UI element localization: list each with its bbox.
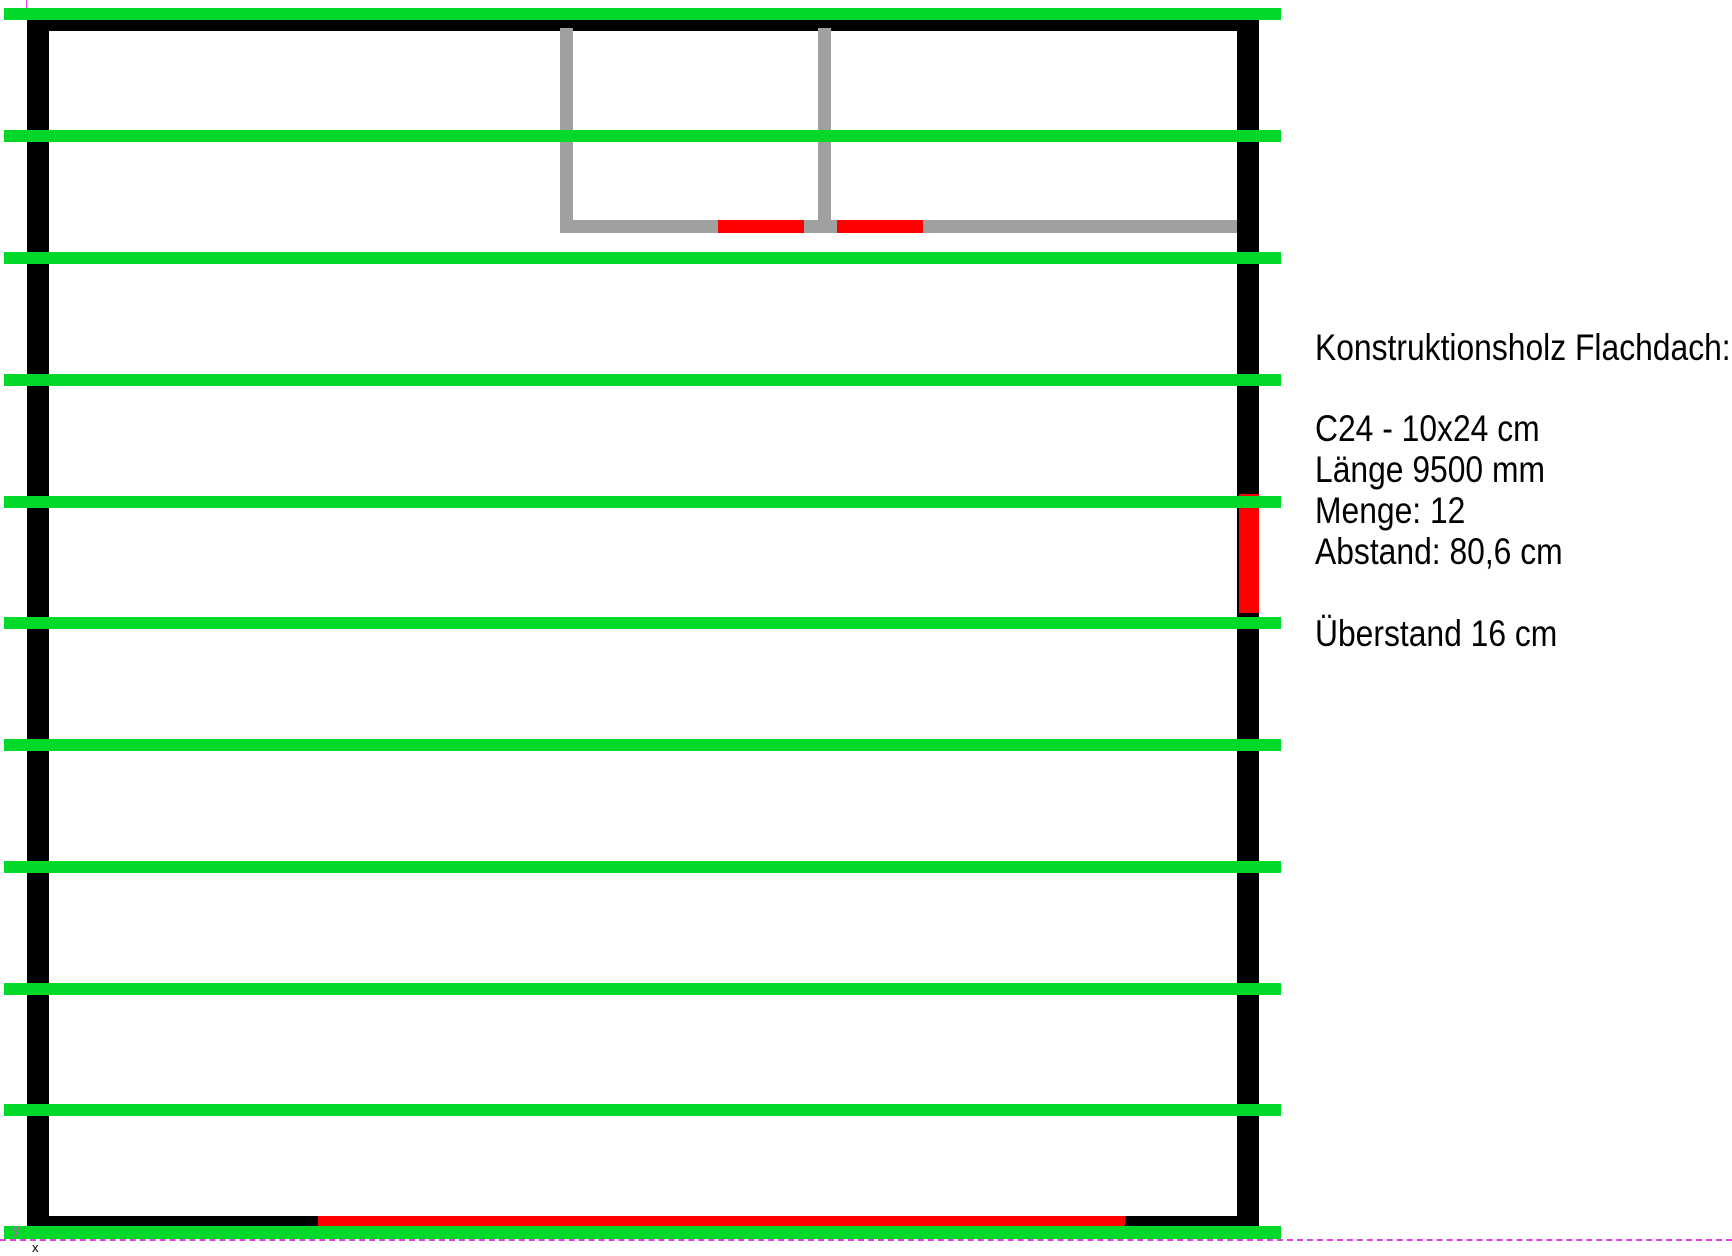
legend-title: Konstruktionsholz Flachdach: [1315, 327, 1731, 368]
beam-11 [4, 1226, 1281, 1239]
window-right [1239, 494, 1259, 613]
beam-5 [4, 496, 1281, 508]
beam-2 [4, 130, 1281, 142]
beam-4 [4, 374, 1281, 386]
inner-door-1 [718, 220, 804, 233]
legend-length: Länge 9500 mm [1315, 449, 1545, 490]
opening-bottom [318, 1216, 1125, 1227]
inner-door-2 [837, 220, 923, 233]
guide-line-vertical [26, 0, 27, 10]
legend-quantity: Menge: 12 [1315, 490, 1466, 531]
beam-3 [4, 252, 1281, 264]
legend-grade: C24 - 10x24 cm [1315, 408, 1540, 449]
beam-8 [4, 861, 1281, 873]
beam-7 [4, 739, 1281, 751]
guide-line-horizontal [0, 1239, 1732, 1241]
axis-y-label: y [13, 1222, 20, 1237]
beam-10 [4, 1104, 1281, 1116]
wall-top [27, 20, 1259, 31]
beam-6 [4, 617, 1281, 629]
legend-spacing: Abstand: 80,6 cm [1315, 531, 1563, 572]
legend-overhang: Überstand 16 cm [1315, 613, 1558, 654]
beam-1 [4, 8, 1281, 20]
beam-9 [4, 983, 1281, 995]
axis-x-label: x [32, 1240, 39, 1255]
